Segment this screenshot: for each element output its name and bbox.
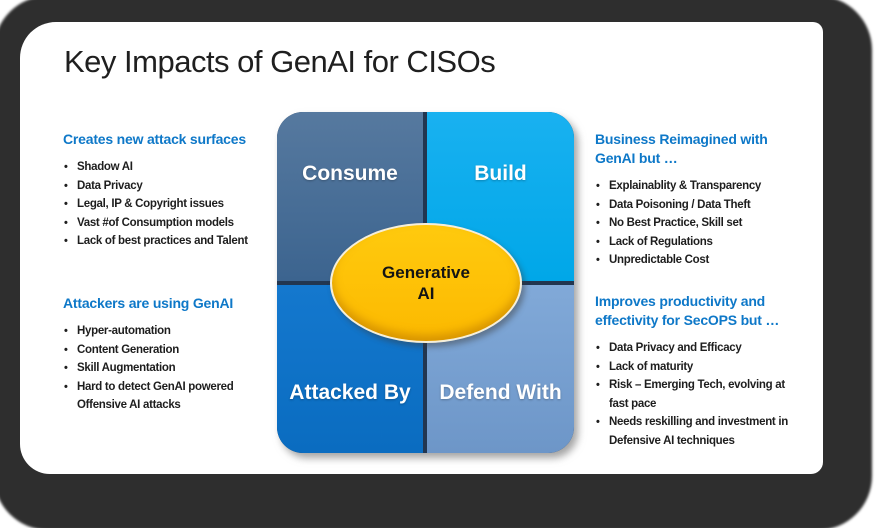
list-item: Lack of best practices and Talent <box>63 232 278 251</box>
bullet-list: Hyper-automation Content Generation Skil… <box>63 322 278 415</box>
list-item: Data Privacy and Efficacy <box>595 339 805 358</box>
bullet-list: Shadow AI Data Privacy Legal, IP & Copyr… <box>63 158 278 251</box>
panel-heading: Improves productivity and effectivity fo… <box>595 293 780 328</box>
list-item: Unpredictable Cost <box>595 251 805 270</box>
quadrant-label: Defend With <box>439 381 562 404</box>
bullet-list: Data Privacy and Efficacy Lack of maturi… <box>595 339 805 450</box>
panel-creates-new-attack-surfaces: Creates new attack surfaces Shadow AI Da… <box>63 130 278 251</box>
list-item: Hyper-automation <box>63 322 278 341</box>
quadrant-label: Consume <box>302 162 398 185</box>
list-item: Skill Augmentation <box>63 359 278 378</box>
quadrant-label: Build <box>474 162 527 185</box>
list-item: No Best Practice, Skill set <box>595 214 805 233</box>
panel-heading: Creates new attack surfaces <box>63 131 246 147</box>
panel-improves-productivity: Improves productivity and effectivity fo… <box>595 292 805 450</box>
panel-attackers-using-genai: Attackers are using GenAI Hyper-automati… <box>63 294 278 415</box>
list-item: Lack of maturity <box>595 358 805 377</box>
ellipse-label-line1: Generative <box>382 263 470 282</box>
list-item: Data Poisoning / Data Theft <box>595 196 805 215</box>
panel-heading: Attackers are using GenAI <box>63 295 234 311</box>
ellipse-label-line2: AI <box>417 284 435 303</box>
generative-ai-ellipse: Generative AI <box>330 223 522 343</box>
list-item: Lack of Regulations <box>595 233 805 252</box>
bullet-list: Explainablity & Transparency Data Poison… <box>595 177 805 270</box>
list-item: Data Privacy <box>63 177 278 196</box>
panel-business-reimagined: Business Reimagined with GenAI but … Exp… <box>595 130 805 270</box>
panel-heading: Business Reimagined with GenAI but … <box>595 131 768 166</box>
list-item: Explainablity & Transparency <box>595 177 805 196</box>
quadrant-label: Attacked By <box>289 381 411 404</box>
list-item: Vast #of Consumption models <box>63 214 278 233</box>
list-item: Shadow AI <box>63 158 278 177</box>
list-item: Legal, IP & Copyright issues <box>63 195 278 214</box>
page-title: Key Impacts of GenAI for CISOs <box>64 44 496 79</box>
list-item: Risk – Emerging Tech, evolving at fast p… <box>595 376 805 413</box>
list-item: Needs reskilling and investment in Defen… <box>595 413 805 450</box>
list-item: Content Generation <box>63 341 278 360</box>
list-item: Hard to detect GenAI powered Offensive A… <box>63 378 278 415</box>
slide: Key Impacts of GenAI for CISOs Creates n… <box>20 22 823 474</box>
